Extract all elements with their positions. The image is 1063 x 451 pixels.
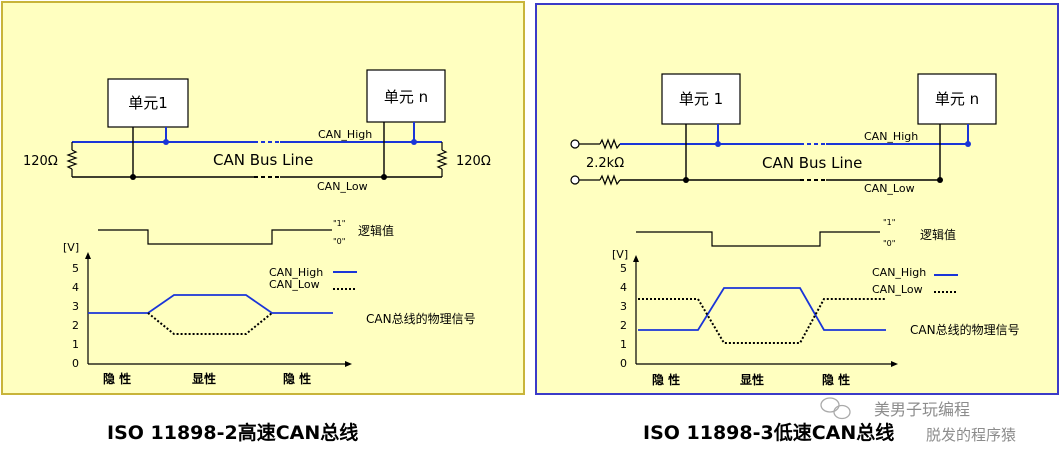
left-resistor-right-icon xyxy=(436,149,448,170)
right-bus-line-label: CAN Bus Line xyxy=(762,154,862,172)
right-logic-0: "0" xyxy=(883,239,895,248)
left-x-axis-arrow-icon xyxy=(345,361,352,367)
wechat-logo-icon xyxy=(820,397,851,420)
right-can-high-signal xyxy=(638,287,886,331)
left-y-tick-0: 0 xyxy=(72,357,79,370)
left-bus-line-label: CAN Bus Line xyxy=(213,151,313,169)
right-panel-bg xyxy=(535,3,1059,395)
left-caption: ISO 11898-2高速CAN总线 xyxy=(107,422,359,444)
left-unitn-label: 单元 n xyxy=(384,88,428,106)
right-logic-label: 逻辑值 xyxy=(920,227,956,242)
right-caption: ISO 11898-3低速CAN总线 xyxy=(643,422,895,444)
left-y-unit: [V] xyxy=(63,241,79,254)
right-unit1-label: 单元 1 xyxy=(679,90,723,108)
left-y-tick-1: 1 xyxy=(72,338,79,351)
left-unit1-high-node xyxy=(163,139,169,145)
left-unit1-low-node xyxy=(130,174,136,180)
right-y-tick-4: 4 xyxy=(620,281,627,294)
left-state-dominant: 显性 xyxy=(192,371,216,386)
left-logic-1: "1" xyxy=(333,219,345,228)
left-state-recessive-1: 隐 性 xyxy=(103,371,131,386)
left-resistor-left-icon xyxy=(66,149,78,170)
left-res-right-label: 120Ω xyxy=(456,154,491,169)
right-unit1-high-node xyxy=(715,141,721,147)
right-legend-high-label: CAN_High xyxy=(872,266,926,279)
right-logic-1: "1" xyxy=(883,218,895,227)
left-logic-label: 逻辑值 xyxy=(358,223,394,238)
right-y-axis-arrow-icon xyxy=(633,255,639,262)
right-unitn-box xyxy=(917,73,997,125)
left-y-tick-3: 3 xyxy=(72,300,79,313)
right-y-tick-5: 5 xyxy=(620,262,627,275)
right-panel: 单元 1 单元 n 2.2kΩ CAN_High CAN_Low CAN Bus… xyxy=(535,3,1059,395)
left-can-high-label: CAN_High xyxy=(318,128,372,141)
right-resistor-high-icon xyxy=(599,138,621,150)
right-res-label: 2.2kΩ xyxy=(586,156,624,171)
right-can-low-signal xyxy=(638,298,886,344)
left-legend-low-label: CAN_Low xyxy=(269,278,320,291)
right-unitn-high-node xyxy=(965,141,971,147)
right-legend-low-label: CAN_Low xyxy=(872,283,923,296)
right-can-low-label: CAN_Low xyxy=(864,182,915,195)
left-y-axis-arrow-icon xyxy=(85,252,91,259)
left-y-tick-5: 5 xyxy=(72,262,79,275)
left-logic-waveform xyxy=(98,229,332,245)
left-panel: 单元1 单元 n 120Ω 120Ω CAN_High CAN_Low CAN … xyxy=(1,1,525,395)
right-state-dominant: 显性 xyxy=(740,372,764,387)
left-state-recessive-2: 隐 性 xyxy=(283,371,311,386)
right-terminal-high-icon xyxy=(570,139,580,149)
left-logic-0: "0" xyxy=(333,237,345,246)
left-y-tick-2: 2 xyxy=(72,319,79,332)
right-resistor-low-icon xyxy=(599,174,621,186)
left-unitn-box xyxy=(366,69,446,123)
left-can-high-signal xyxy=(88,294,333,314)
left-unit1-box xyxy=(107,78,189,128)
right-y-unit: [V] xyxy=(612,248,628,261)
left-unitn-high-node xyxy=(411,139,417,145)
left-y-tick-4: 4 xyxy=(72,281,79,294)
right-state-recessive-2: 隐 性 xyxy=(822,372,850,387)
right-signal-label: CAN总线的物理信号 xyxy=(910,322,1020,337)
watermark-line2: 脱发的程序猿 xyxy=(926,426,1017,444)
right-y-tick-1: 1 xyxy=(620,338,627,351)
right-state-recessive-1: 隐 性 xyxy=(652,372,680,387)
watermark-line1: 美男子玩编程 xyxy=(874,400,971,419)
left-res-left-label: 120Ω xyxy=(23,154,58,169)
right-x-axis-arrow-icon xyxy=(891,361,898,367)
right-unit1-box xyxy=(661,73,741,125)
left-legend-high-label: CAN_High xyxy=(269,266,323,279)
right-terminal-low-icon xyxy=(570,175,580,185)
left-unit1-label: 单元1 xyxy=(128,94,168,112)
right-y-tick-0: 0 xyxy=(620,357,627,370)
right-logic-waveform xyxy=(636,231,880,247)
left-unitn-low-node xyxy=(381,174,387,180)
left-signal-label: CAN总线的物理信号 xyxy=(366,311,476,326)
right-unit1-low-node xyxy=(683,177,689,183)
right-y-tick-3: 3 xyxy=(620,300,627,313)
right-y-tick-2: 2 xyxy=(620,319,627,332)
left-can-low-label: CAN_Low xyxy=(317,180,368,193)
right-can-high-label: CAN_High xyxy=(864,130,918,143)
left-can-low-signal xyxy=(147,312,273,335)
right-unitn-low-node xyxy=(937,177,943,183)
left-panel-bg xyxy=(1,1,525,395)
right-unitn-label: 单元 n xyxy=(935,90,979,108)
